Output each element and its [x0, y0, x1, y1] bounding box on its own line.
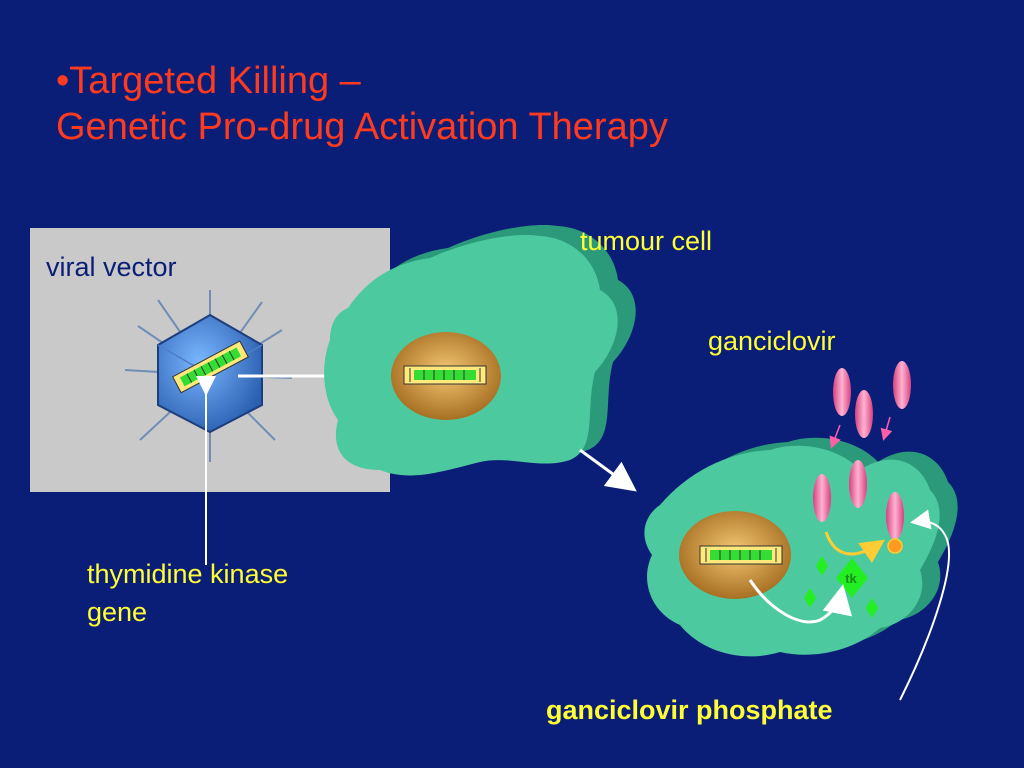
drug-molecule-icon	[829, 361, 911, 449]
ganciclovir-label: ganciclovir	[708, 326, 836, 356]
arrow-icon	[579, 448, 637, 492]
nucleus-icon	[679, 511, 791, 599]
title-line-1: •Targeted Killing –	[56, 60, 361, 102]
nucleus-icon	[391, 332, 501, 420]
slide-title: •Targeted Killing – Genetic Pro-drug Act…	[56, 58, 668, 150]
tk-gene-label-line-1: thymidine kinase	[87, 559, 289, 589]
tk-gene-label-line-2: gene	[87, 597, 148, 627]
conversion-arrow-icon	[824, 531, 885, 564]
expression-arrow-icon	[748, 579, 852, 624]
title-line-2: Genetic Pro-drug Activation Therapy	[56, 106, 668, 148]
drug-molecule-icon	[813, 460, 904, 540]
phosphate-icon	[887, 538, 903, 554]
viral-vector-label: viral vector	[46, 252, 177, 282]
ganciclovir-phosphate-label: ganciclovir phosphate	[546, 695, 833, 725]
tumour-cell-label: tumour cell	[580, 226, 713, 256]
tk-label: tk	[845, 571, 857, 586]
phosphate-pointer-icon	[899, 509, 950, 701]
virus-dna-icon	[172, 340, 249, 394]
